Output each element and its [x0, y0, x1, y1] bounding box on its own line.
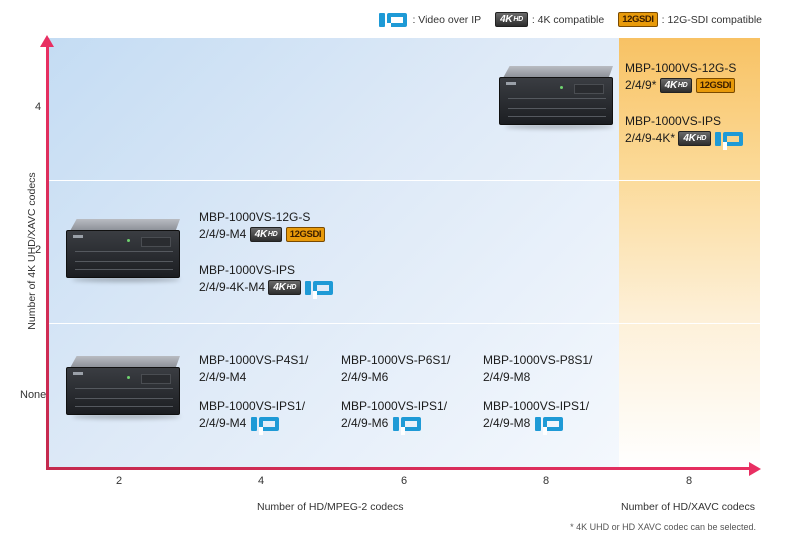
product-low-p4s1: MBP-1000VS-P4S1/ 2/4/9-M4 [199, 352, 308, 386]
product-low-ips1-m6: MBP-1000VS-IPS1/ 2/4/9-M6 [341, 398, 448, 436]
product-name: MBP-1000VS-12G-S [625, 61, 737, 75]
video-over-ip-icon [378, 12, 408, 31]
product-low-ips1-m4: MBP-1000VS-IPS1/ 2/4/9-M4 [199, 398, 306, 436]
video-over-ip-icon [250, 416, 280, 436]
product-low-p8s1: MBP-1000VS-P8S1/ 2/4/9-M8 [483, 352, 592, 386]
device-image-low [64, 356, 182, 420]
product-name: MBP-1000VS-IPS1/ [341, 399, 448, 413]
y-tick-none: None [20, 389, 47, 401]
product-sku: 2/4/9-M4 [199, 370, 247, 384]
x-tick-6: 6 [401, 475, 408, 487]
video-over-ip-icon [714, 131, 744, 151]
x-axis-label-hd-mpeg2: Number of HD/MPEG-2 codecs [257, 501, 404, 513]
x-tick-8: 8 [543, 475, 550, 487]
product-sku: 2/4/9-4K-M4 [199, 280, 266, 295]
row-divider-lower [47, 323, 760, 324]
x-axis [46, 467, 751, 470]
product-name: MBP-1000VS-IPS [199, 263, 296, 277]
product-sku: 2/4/9-M6 [341, 370, 389, 384]
row-divider-upper [47, 180, 760, 181]
y-axis-arrow-icon [40, 35, 54, 47]
video-over-ip-icon [304, 280, 334, 300]
x-axis-arrow-icon [749, 462, 761, 476]
product-name: MBP-1000VS-P4S1/ [199, 353, 309, 367]
product-sku: 2/4/9-M4 [199, 227, 247, 242]
video-over-ip-icon [534, 416, 564, 436]
legend-4k-label: : 4K compatible [531, 13, 605, 26]
product-name: MBP-1000VS-12G-S [199, 210, 311, 224]
video-over-ip-icon [392, 416, 422, 436]
x-tick-4: 4 [258, 475, 265, 487]
product-sku: 2/4/9-M8 [483, 370, 531, 384]
product-sku: 2/4/9-M8 [483, 416, 531, 431]
legend-sdi-label: : 12G-SDI compatible [661, 13, 762, 26]
product-low-p6s1: MBP-1000VS-P6S1/ 2/4/9-M6 [341, 352, 450, 386]
12g-sdi-icon: 12GSDI [285, 227, 326, 243]
x-tick-xavc-8: 8 [686, 475, 693, 487]
product-sku: 2/4/9-M4 [199, 416, 247, 431]
product-name: MBP-1000VS-IPS [625, 114, 722, 128]
product-name: MBP-1000VS-IPS1/ [483, 399, 590, 413]
product-name: MBP-1000VS-P6S1/ [341, 353, 451, 367]
product-sku: 2/4/9-M6 [341, 416, 389, 431]
x-tick-2: 2 [116, 475, 123, 487]
12g-sdi-icon: 12GSDI [695, 78, 736, 94]
y-tick-2: 2 [35, 244, 42, 256]
product-sku: 2/4/9* [625, 78, 657, 93]
12g-sdi-icon: 12GSDI [618, 12, 658, 27]
hd-xavc-region [619, 38, 760, 468]
product-name: MBP-1000VS-IPS1/ [199, 399, 306, 413]
product-name: MBP-1000VS-P8S1/ [483, 353, 593, 367]
product-sku: 2/4/9-4K* [625, 131, 676, 146]
y-tick-4: 4 [35, 101, 42, 113]
x-axis-label-hd-xavc: Number of HD/XAVC codecs [621, 501, 756, 513]
y-axis [46, 44, 49, 468]
product-low-ips1-m8: MBP-1000VS-IPS1/ 2/4/9-M8 [483, 398, 590, 436]
footnote: * 4K UHD or HD XAVC codec can be selecte… [570, 522, 756, 532]
legend-ip-label: : Video over IP [412, 13, 482, 26]
device-image-mid [64, 219, 182, 283]
device-image-top [497, 66, 615, 130]
